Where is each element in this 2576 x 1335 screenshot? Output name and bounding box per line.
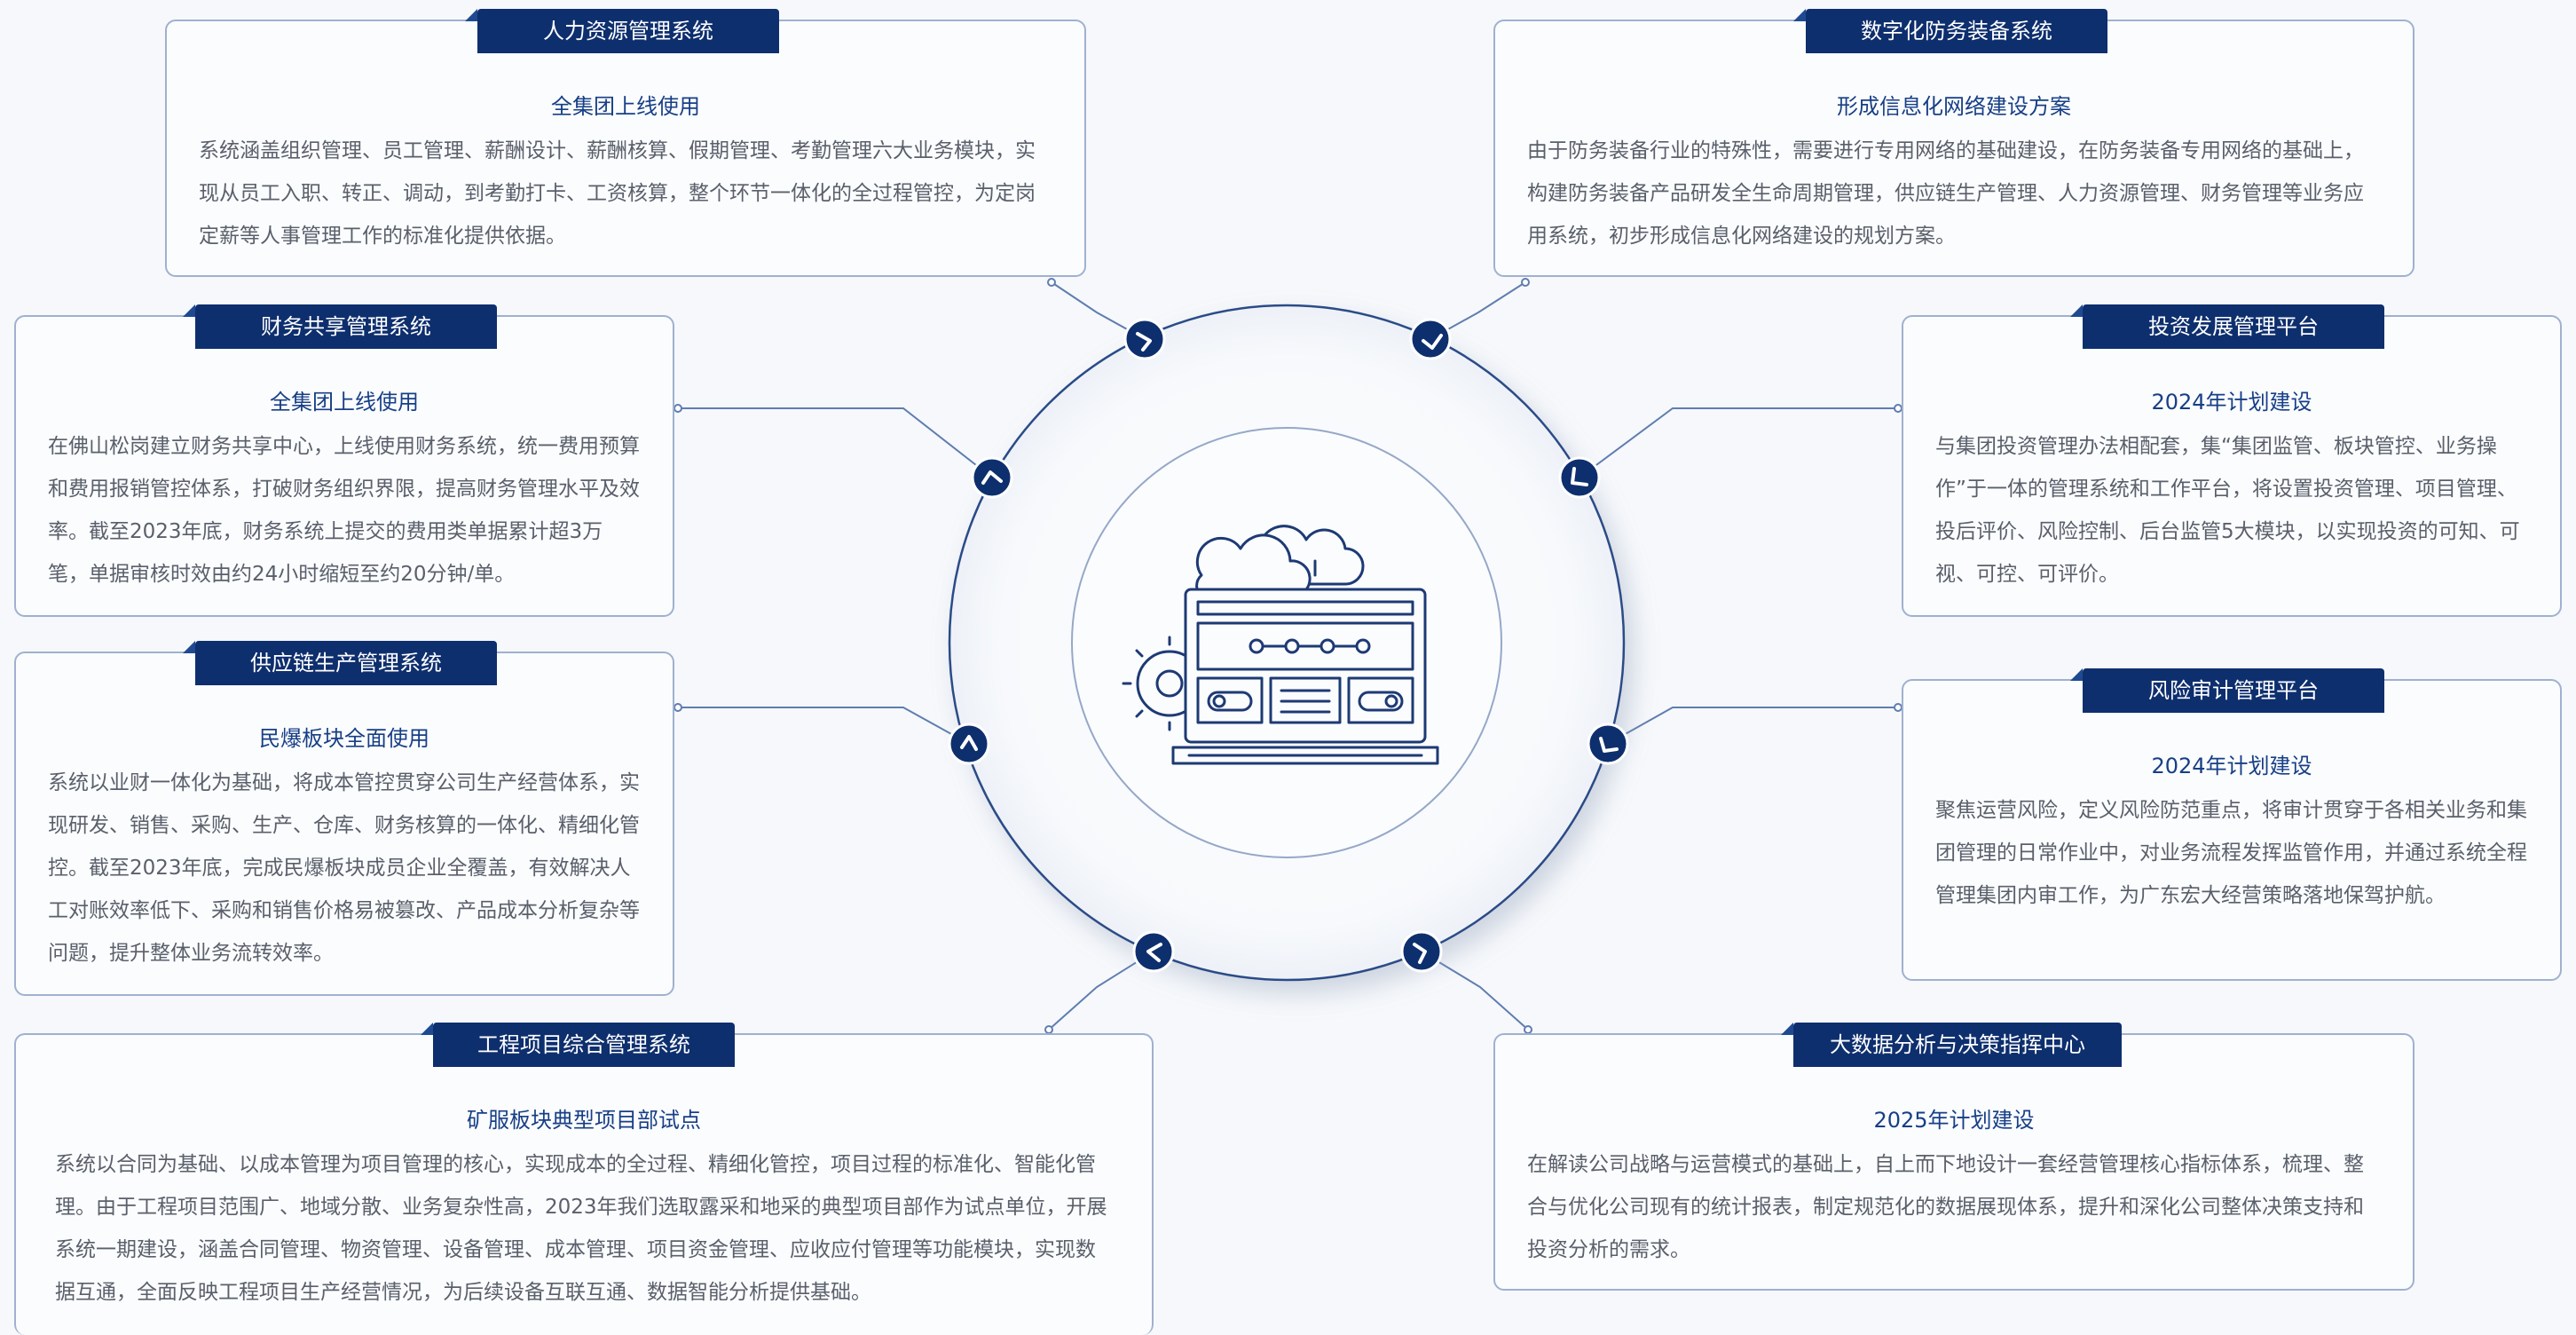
card-subtitle: 2024年计划建设	[2151, 754, 2312, 778]
cloud-computer-settings-icon	[1122, 525, 1439, 765]
ring-badges	[948, 318, 1629, 973]
card-subtitle: 2024年计划建设	[2151, 390, 2312, 415]
card-subtitle: 形成信息化网络建设方案	[1837, 94, 2071, 119]
card-title: 供应链生产管理系统	[183, 641, 497, 685]
card-description: 与集团投资管理办法相配套，集“集团监管、板块管控、业务操作”于一体的管理系统和工…	[1935, 435, 2520, 586]
card-title: 投资发展管理平台	[2070, 304, 2384, 349]
card-big-data-command-center: 大数据分析与决策指挥中心 2025年计划建设 在解读公司战略与运营模式的基础上，…	[1493, 1023, 2415, 1291]
card-finance-system: 财务共享管理系统 全集团上线使用 在佛山松岗建立财务共享中心，上线使用财务系统，…	[14, 304, 674, 617]
card-investment-platform: 投资发展管理平台 2024年计划建设 与集团投资管理办法相配套，集“集团监管、板…	[1902, 304, 2562, 617]
card-title: 风险审计管理平台	[2070, 668, 2384, 713]
card-subtitle: 全集团上线使用	[551, 94, 700, 119]
card-description: 由于防务装备行业的特殊性，需要进行专用网络的基础建设，在防务装备专用网络的基础上…	[1527, 139, 2364, 248]
card-digital-defense-system: 数字化防务装备系统 形成信息化网络建设方案 由于防务装备行业的特殊性，需要进行专…	[1493, 9, 2415, 277]
card-subtitle: 全集团上线使用	[270, 390, 419, 415]
card-subtitle: 2025年计划建设	[1873, 1108, 2035, 1133]
badge-chevron-icons	[960, 332, 1619, 964]
card-supply-chain-system: 供应链生产管理系统 民爆板块全面使用 系统以业财一体化为基础，将成本管控贯穿公司…	[14, 641, 674, 996]
card-description: 系统涵盖组织管理、员工管理、薪酬设计、薪酬核算、假期管理、考勤管理六大业务模块，…	[199, 139, 1036, 248]
connector-lines	[674, 278, 1902, 1034]
card-description: 在解读公司战略与运营模式的基础上，自上而下地设计一套经营管理核心指标体系，梳理、…	[1527, 1153, 2364, 1261]
card-title: 人力资源管理系统	[465, 9, 779, 53]
card-description: 系统以合同为基础、以成本管理为项目管理的核心，实现成本的全过程、精细化管控，项目…	[55, 1153, 1107, 1304]
card-subtitle: 民爆板块全面使用	[259, 726, 429, 751]
card-title: 工程项目综合管理系统	[421, 1023, 735, 1067]
card-engineering-project-system: 工程项目综合管理系统 矿服板块典型项目部试点 系统以合同为基础、以成本管理为项目…	[14, 1023, 1154, 1335]
card-description: 在佛山松岗建立财务共享中心，上线使用财务系统，统一费用预算和费用报销管控体系，打…	[48, 435, 640, 586]
card-risk-audit-platform: 风险审计管理平台 2024年计划建设 聚焦运营风险，定义风险防范重点，将审计贯穿…	[1902, 668, 2562, 981]
card-title: 数字化防务装备系统	[1793, 9, 2107, 53]
card-description: 系统以业财一体化为基础，将成本管控贯穿公司生产经营体系，实现研发、销售、采购、生…	[48, 771, 640, 965]
card-description: 聚焦运营风险，定义风险防范重点，将审计贯穿于各相关业务和集团管理的日常作业中，对…	[1935, 799, 2527, 907]
card-title: 大数据分析与决策指挥中心	[1781, 1023, 2122, 1067]
card-title: 财务共享管理系统	[183, 304, 497, 349]
card-subtitle: 矿服板块典型项目部试点	[467, 1108, 701, 1133]
card-hr-system: 人力资源管理系统 全集团上线使用 系统涵盖组织管理、员工管理、薪酬设计、薪酬核算…	[165, 9, 1086, 277]
